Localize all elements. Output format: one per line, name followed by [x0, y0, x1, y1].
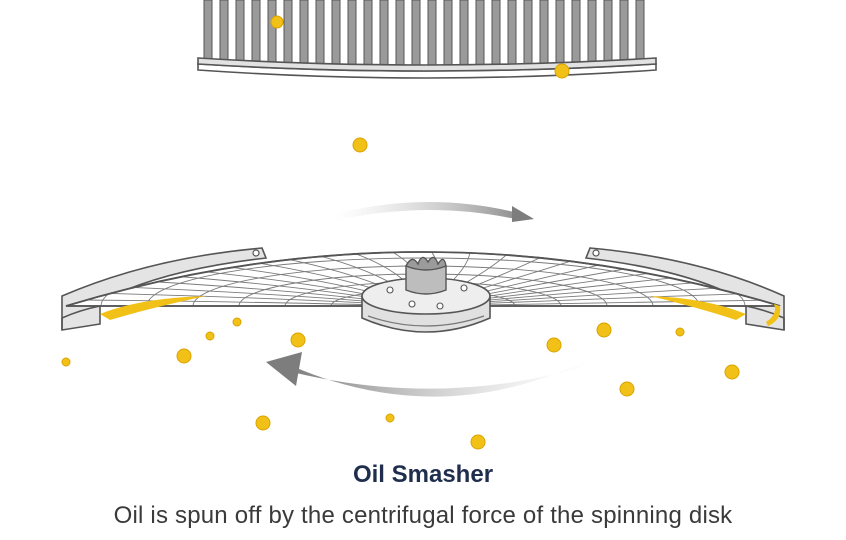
- oil-droplet-icon: [205, 331, 215, 341]
- oil-droplet-icon: [619, 381, 635, 397]
- grille-bar: [427, 0, 437, 67]
- rotation-arrow-icon-bottom: [266, 352, 588, 397]
- grille-bar: [587, 0, 597, 67]
- grille-bar: [491, 0, 501, 67]
- grille-bar: [555, 0, 565, 67]
- grille-bar: [411, 0, 421, 67]
- oil-smasher-illustration: [61, 0, 785, 450]
- grille-bar: [331, 0, 341, 67]
- grille-bar: [315, 0, 325, 67]
- oil-droplet-icon: [724, 364, 740, 380]
- grille-bar: [459, 0, 469, 67]
- rotation-arrow-icon-top: [335, 202, 534, 222]
- grille-bar: [283, 0, 293, 67]
- grille-bar: [203, 0, 213, 67]
- oil-droplet-icon: [255, 415, 271, 431]
- grille-bar: [299, 0, 309, 67]
- oil-droplet-icon: [554, 63, 570, 79]
- grille-bar: [523, 0, 533, 67]
- grille-bar: [235, 0, 245, 67]
- oil-droplet-icon: [232, 317, 242, 327]
- grille-bar: [539, 0, 549, 67]
- grille-bar: [251, 0, 261, 67]
- caption-description: Oil is spun off by the centrifugal force…: [113, 502, 733, 529]
- grille-bar: [219, 0, 229, 67]
- oil-droplet-icon: [61, 357, 71, 367]
- fan-grille-icon: [197, 0, 657, 79]
- oil-droplet-icon: [470, 434, 486, 450]
- oil-droplet-icon: [385, 413, 395, 423]
- oil-droplet-icon: [176, 348, 192, 364]
- grille-bar: [635, 0, 645, 67]
- grille-bar: [443, 0, 453, 67]
- grille-bar: [347, 0, 357, 67]
- grille-bar: [363, 0, 373, 67]
- grille-bar: [395, 0, 405, 67]
- grille-bar: [475, 0, 485, 67]
- oil-droplet-icon: [290, 332, 306, 348]
- oil-droplets: [61, 15, 740, 450]
- oil-droplet-icon: [675, 327, 685, 337]
- caption-title: Oil Smasher: [352, 461, 494, 488]
- grille-bar: [267, 0, 277, 67]
- grille-bar: [379, 0, 389, 67]
- oil-droplet-icon: [546, 337, 562, 353]
- grille-bar: [603, 0, 613, 67]
- oil-droplet-icon: [270, 15, 284, 29]
- grille-bar: [507, 0, 517, 67]
- oil-droplet-icon: [596, 322, 612, 338]
- oil-droplet-icon: [352, 137, 368, 153]
- disk-hub-icon: [361, 256, 491, 333]
- grille-bar: [619, 0, 629, 67]
- grille-bar: [571, 0, 581, 67]
